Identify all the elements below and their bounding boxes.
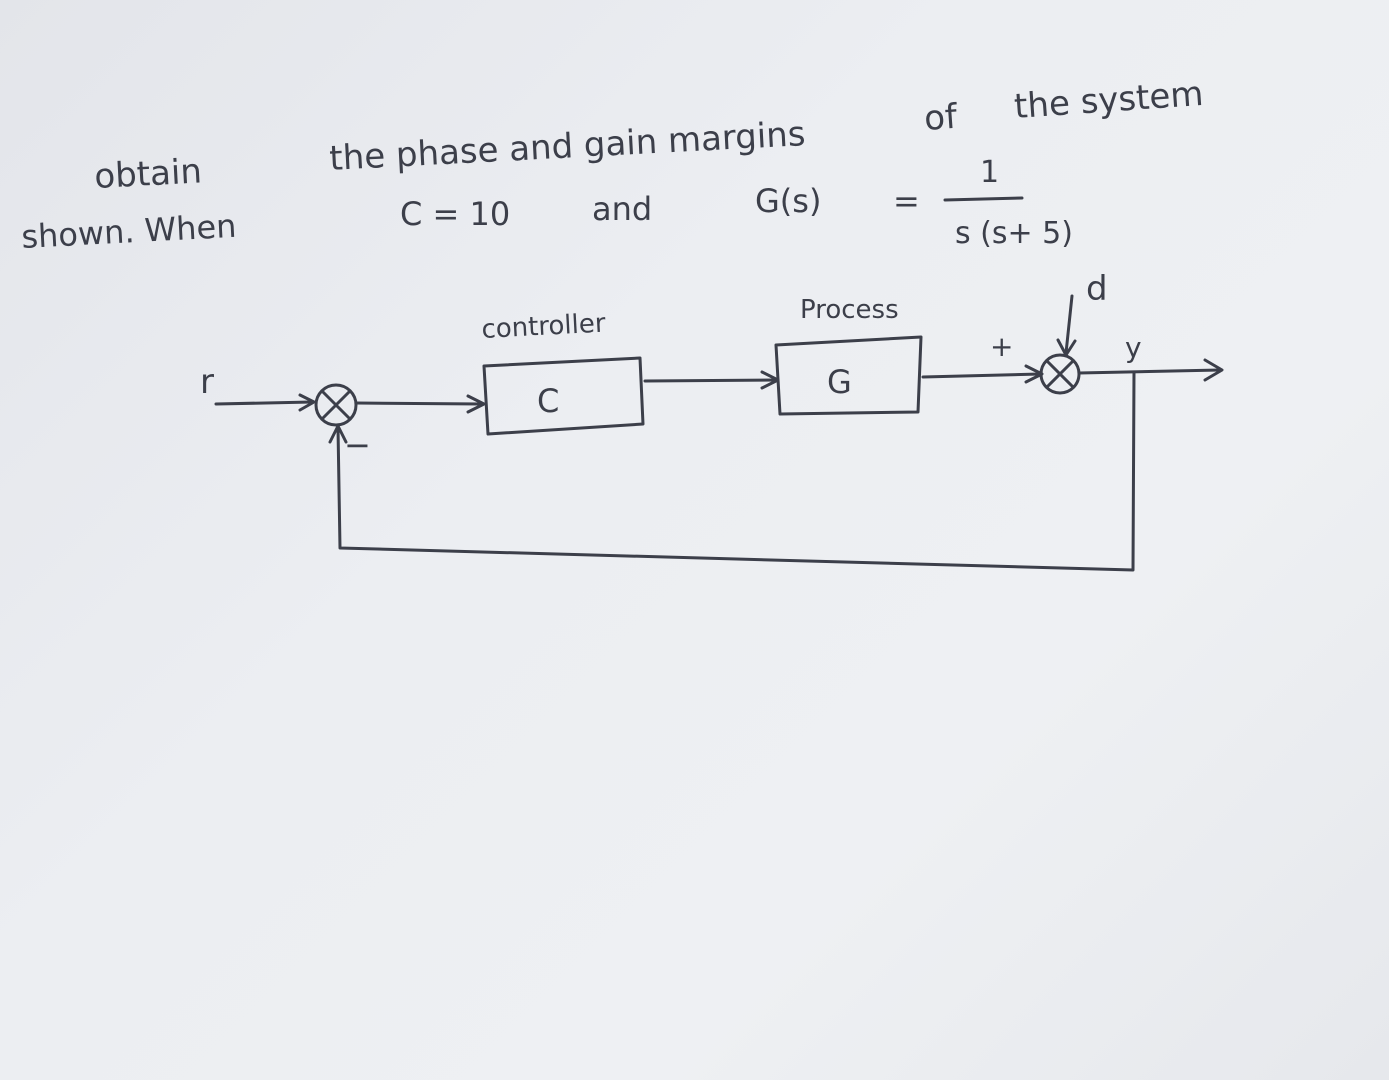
- fraction-denominator: s (s+ 5): [955, 216, 1073, 251]
- controller-block: [482, 356, 645, 436]
- text-equals: =: [893, 182, 920, 220]
- input-signal-line: [214, 400, 314, 406]
- disturbance-arrowhead: [1056, 338, 1077, 357]
- text-c-equals-10: C = 10: [400, 195, 510, 233]
- text-of: of: [923, 97, 960, 139]
- control-signal-line: [643, 378, 778, 383]
- feedback-minus-sign: −: [344, 426, 371, 464]
- input-label-r: r: [200, 362, 214, 402]
- process-block: [774, 335, 923, 416]
- output-arrowhead: [1203, 358, 1224, 382]
- output-signal-line: [1077, 368, 1222, 375]
- process-output-line: [921, 372, 1042, 379]
- controller-block-label: C: [537, 382, 559, 420]
- process-title: Process: [800, 295, 899, 325]
- text-the-system: the system: [1013, 74, 1205, 127]
- summing-junction-error: [314, 383, 358, 427]
- text-g-of-s: G(s): [755, 182, 821, 220]
- feedback-arrowhead: [328, 424, 348, 444]
- output-label-y: y: [1125, 331, 1142, 364]
- input-arrowhead: [298, 393, 316, 412]
- controller-title: controller: [481, 309, 607, 345]
- text-phase-gain-margins: the phase and gain margins: [328, 114, 806, 179]
- text-obtain: obtain: [93, 151, 202, 197]
- disturbance-label-d: d: [1086, 269, 1108, 309]
- disturbance-plus-sign: +: [990, 330, 1013, 363]
- process-block-label: G: [827, 363, 852, 401]
- error-signal-line: [354, 401, 484, 406]
- disturbance-line: [1064, 294, 1074, 355]
- text-and: and: [592, 190, 652, 228]
- summing-junction-disturbance: [1039, 353, 1081, 395]
- fraction-numerator: 1: [980, 155, 999, 190]
- text-shown-when: shown. When: [20, 207, 237, 256]
- feedback-path-line: [336, 370, 1136, 572]
- fraction-bar: [943, 196, 1024, 202]
- error-arrowhead: [466, 394, 486, 414]
